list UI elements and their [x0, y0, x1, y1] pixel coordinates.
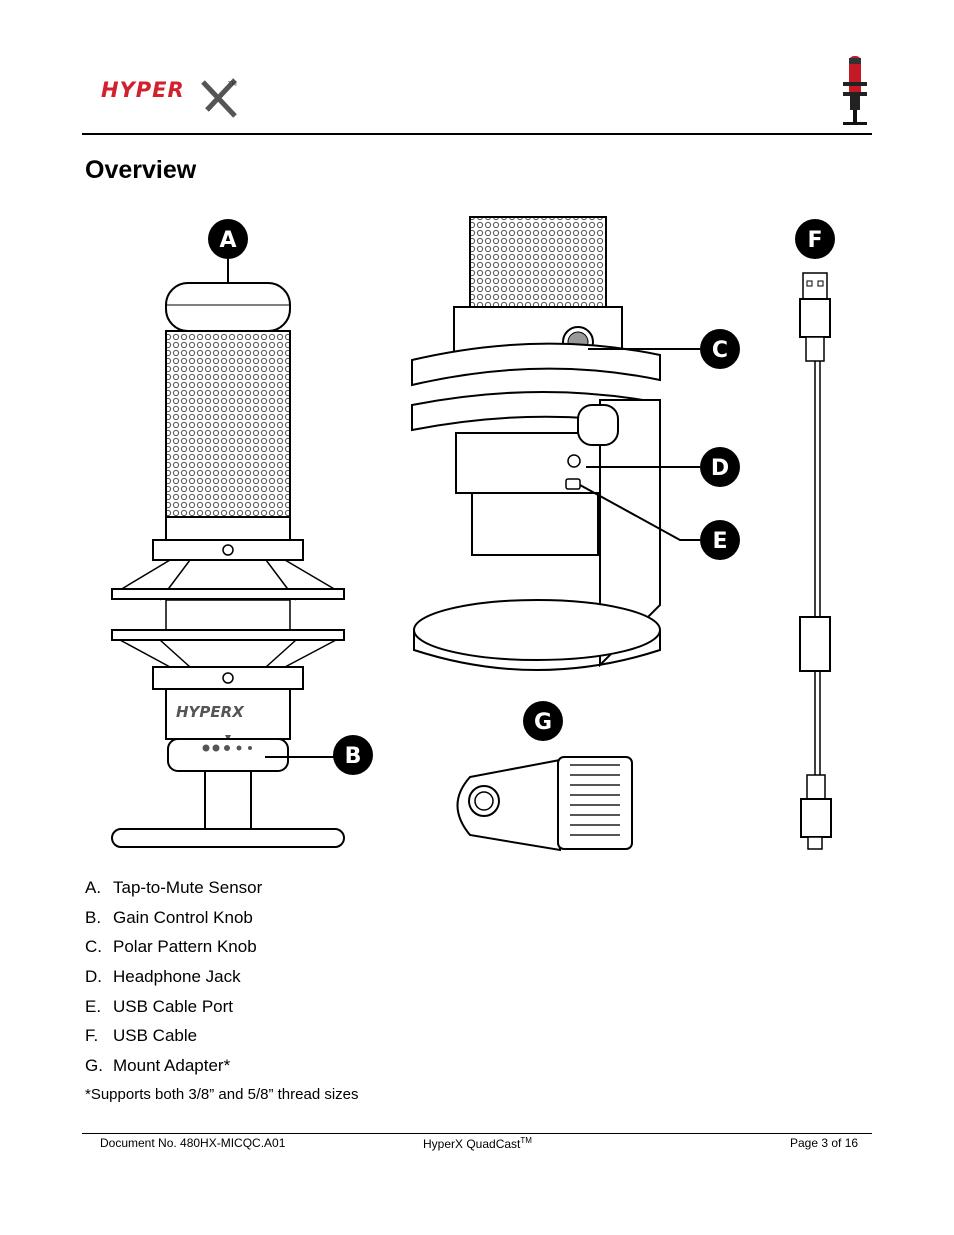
- list-item: F.USB Cable: [85, 1026, 198, 1046]
- list-item: E.USB Cable Port: [85, 996, 233, 1016]
- page-title: Overview: [85, 156, 197, 184]
- mic-angled-view: [411, 216, 661, 671]
- list-item: B.Gain Control Knob: [85, 907, 253, 927]
- callout-c: C: [700, 329, 740, 369]
- hyperx-logo: HYPER TM: [95, 70, 245, 122]
- callout-d: D: [700, 447, 740, 487]
- footer-page-number: Page 3 of 16: [790, 1136, 859, 1150]
- list-item: A.Tap-to-Mute Sensor: [85, 878, 263, 897]
- list-item: G.Mount Adapter*: [85, 1056, 231, 1076]
- list-item: D.Headphone Jack: [85, 967, 241, 987]
- callout-a: A: [208, 219, 248, 259]
- parts-list: A.Tap-to-Mute Sensor B.Gain Control Knob…: [85, 876, 262, 1084]
- part-label: USB Cable: [113, 1026, 198, 1046]
- footnote: *Supports both 3/8” and 5/8” thread size…: [85, 1086, 359, 1103]
- product-diagram: HYPERX: [100, 205, 880, 865]
- svg-text:HYPER: HYPER: [101, 78, 185, 102]
- callout-e: E: [700, 520, 740, 560]
- part-label: USB Cable Port: [113, 996, 233, 1016]
- mic-front-view: HYPERX: [111, 282, 345, 848]
- part-label: Tap-to-Mute Sensor: [113, 878, 263, 897]
- mount-adapter: [456, 756, 633, 852]
- part-label: Gain Control Knob: [113, 907, 253, 927]
- header-divider: [82, 133, 872, 135]
- part-label: Polar Pattern Knob: [113, 937, 257, 957]
- footer-divider: [82, 1133, 872, 1134]
- footer-document-number: Document No. 480HX-MICQC.A01: [100, 1136, 286, 1150]
- callout-f: F: [795, 219, 835, 259]
- usb-cable: [799, 272, 832, 850]
- callout-label: E: [712, 529, 727, 554]
- callout-label: A: [219, 228, 236, 253]
- callout-g: G: [523, 701, 563, 741]
- callout-label: B: [345, 744, 362, 769]
- list-item: C.Polar Pattern Knob: [85, 937, 257, 957]
- mic-logo-text: HYPERX: [176, 703, 245, 721]
- part-label: Mount Adapter*: [113, 1056, 231, 1076]
- footer-product-name: HyperX QuadCastTM: [423, 1136, 532, 1151]
- callout-label: C: [712, 338, 728, 363]
- callout-b: B: [333, 735, 373, 775]
- part-label: Headphone Jack: [113, 967, 241, 987]
- svg-text:TM: TM: [227, 81, 237, 88]
- product-thumbnail-image: [835, 52, 875, 128]
- callout-label: G: [534, 710, 552, 735]
- callout-label: F: [807, 228, 822, 253]
- callout-label: D: [711, 456, 729, 481]
